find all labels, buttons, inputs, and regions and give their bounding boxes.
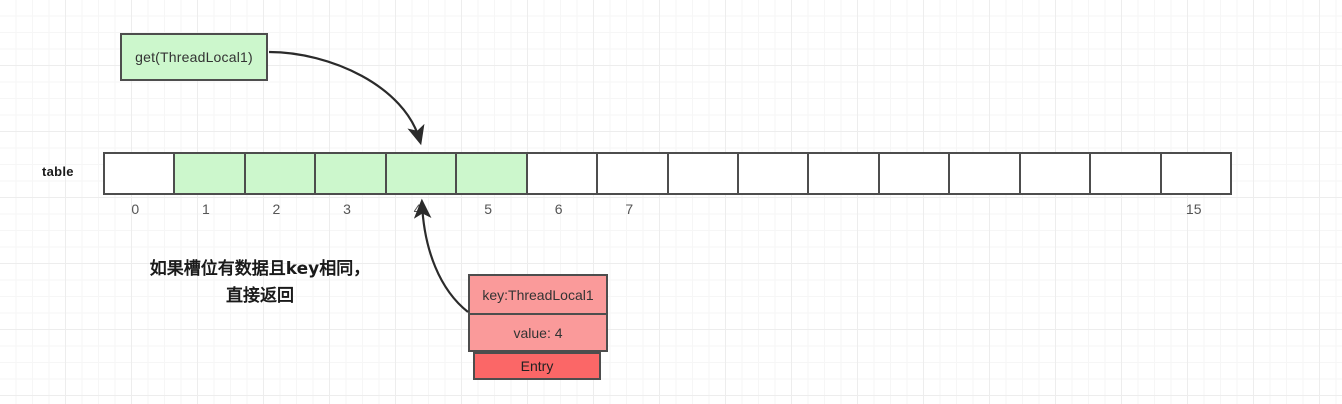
table-index-13: [1017, 198, 1088, 220]
table-slot-7: [598, 154, 669, 193]
table-slot-1: [175, 154, 246, 193]
annotation-line-1: 如果槽位有数据且key相同，: [149, 259, 371, 279]
table-slot-10: [809, 154, 880, 193]
table-slots: [103, 152, 1232, 195]
table-slot-13: [1020, 154, 1092, 193]
table-index-3: 3: [343, 201, 351, 217]
entry-value-field: value: 4: [468, 313, 608, 352]
table-label: table: [42, 164, 74, 179]
entry-title-label: Entry: [520, 358, 554, 374]
table-slot-9: [738, 154, 810, 193]
entry-key-label: key:ThreadLocal1: [482, 286, 594, 303]
table-index-9: [735, 198, 806, 220]
table-slot-3: [316, 154, 387, 193]
table-index-1: 1: [201, 201, 210, 217]
entry-value-label: value: 4: [513, 324, 563, 341]
entry-structure: key:ThreadLocal1 value: 4 Entry: [468, 274, 608, 380]
table-index-6: 6: [554, 201, 563, 217]
annotation-note: 如果槽位有数据且key相同， 直接返回: [110, 256, 410, 310]
table-index-8: [665, 198, 736, 220]
table-index-7: 7: [625, 201, 634, 217]
table-slot-15: [1161, 154, 1230, 193]
table-index-0: 0: [131, 201, 140, 217]
table-index-15: 15: [1185, 201, 1202, 217]
table-slot-8: [668, 154, 739, 193]
table-slot-12: [950, 154, 1021, 193]
table-index-11: [876, 198, 947, 220]
table-slot-2: [245, 154, 317, 193]
table-slot-4: [386, 154, 458, 193]
arrow-call-to-slot4: [268, 50, 425, 146]
table-slot-0: [105, 154, 176, 193]
entry-title-box: Entry: [473, 352, 601, 380]
table-slot-6: [527, 154, 599, 193]
table-slot-5: [457, 154, 528, 193]
table-index-14: [1088, 198, 1159, 220]
entry-key-field: key:ThreadLocal1: [468, 274, 608, 313]
table-index-labels: 0 1 2 3 4 5 6 7 15: [103, 198, 1232, 220]
table-index-4: 4: [413, 201, 422, 217]
get-call-label: get(ThreadLocal1): [135, 49, 253, 65]
annotation-line-2: 直接返回: [226, 286, 294, 306]
table-slot-14: [1091, 154, 1162, 193]
table-index-5: 5: [484, 201, 492, 217]
table-index-10: [806, 198, 877, 220]
table-slot-11: [879, 154, 951, 193]
table-index-2: 2: [272, 201, 281, 217]
table-index-12: [947, 198, 1018, 220]
get-call-box: get(ThreadLocal1): [120, 33, 268, 81]
